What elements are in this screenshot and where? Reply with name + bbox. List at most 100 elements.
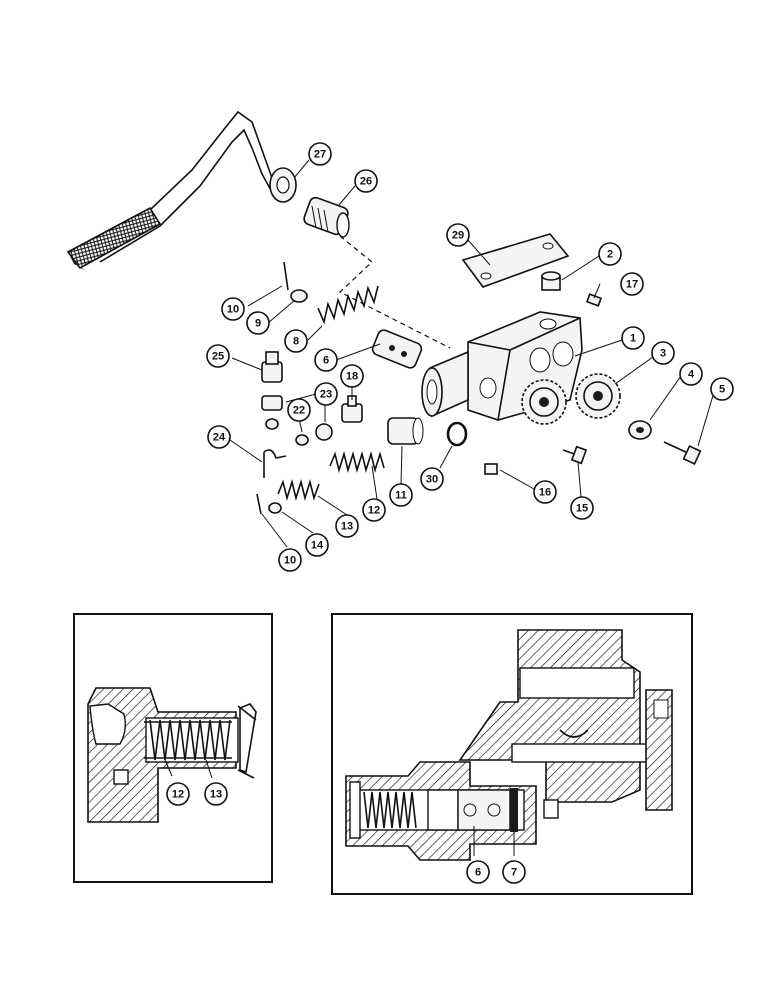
callout-number: 15 — [576, 503, 588, 515]
callout-number: 25 — [212, 351, 224, 363]
callout-number: 13 — [341, 521, 353, 533]
callout-circle — [446, 223, 470, 247]
callout-circle — [340, 364, 364, 388]
callout-circle — [679, 362, 703, 386]
callout-number: 8 — [293, 336, 299, 348]
callout-10: 10 — [221, 297, 245, 321]
callout-24: 24 — [207, 425, 231, 449]
connector-fitting — [303, 196, 350, 238]
callout-number: 26 — [360, 176, 372, 188]
callout-7: 7 — [502, 860, 526, 884]
callout-circle — [651, 341, 675, 365]
callout-circle — [362, 498, 386, 522]
callout-circle — [204, 782, 228, 806]
callout-number: 10 — [284, 555, 296, 567]
callout-number: 17 — [626, 279, 638, 291]
callout-number: 14 — [311, 540, 324, 552]
seal-washer — [295, 434, 309, 446]
callout-circle — [278, 548, 302, 572]
callout-15: 15 — [570, 496, 594, 520]
callout-number: 12 — [172, 789, 184, 801]
callout-circle — [221, 297, 245, 321]
callout-17: 17 — [620, 272, 644, 296]
set-screw — [585, 293, 603, 307]
callout-circle — [335, 514, 359, 538]
callout-number: 18 — [346, 371, 358, 383]
callout-11: 11 — [389, 483, 413, 507]
callout-circle — [502, 860, 526, 884]
callout-circle — [598, 242, 622, 266]
callout-3: 3 — [651, 341, 675, 365]
callout-27: 27 — [308, 142, 332, 166]
cap-screw — [663, 441, 702, 465]
callout-circle — [710, 377, 734, 401]
callout-number: 7 — [511, 867, 517, 879]
callout-23: 23 — [314, 382, 338, 406]
oil-tube-assembly — [66, 110, 297, 270]
callout-circle — [389, 483, 413, 507]
callout-circle — [206, 344, 230, 368]
callout-circle — [314, 348, 338, 372]
cotter-pin-top — [283, 261, 289, 291]
callout-number: 12 — [368, 505, 380, 517]
adapter-fitting — [341, 395, 363, 423]
callout-circle — [354, 169, 378, 193]
pump-body — [421, 311, 583, 421]
callout-12: 12 — [166, 782, 190, 806]
inner-spring — [329, 451, 385, 473]
callout-circle — [284, 329, 308, 353]
callout-circle — [570, 496, 594, 520]
callout-circle — [466, 860, 490, 884]
callout-number: 6 — [475, 867, 481, 879]
callout-number: 24 — [213, 432, 226, 444]
callout-30: 30 — [420, 467, 444, 491]
callout-16: 16 — [533, 480, 557, 504]
callout-5: 5 — [710, 377, 734, 401]
mounting-plate — [461, 233, 570, 288]
callout-4: 4 — [679, 362, 703, 386]
callout-number: 6 — [323, 355, 329, 367]
callout-2: 2 — [598, 242, 622, 266]
callout-14: 14 — [305, 533, 329, 557]
callout-number: 10 — [227, 304, 239, 316]
callout-12: 12 — [362, 498, 386, 522]
relief-valve — [371, 329, 423, 369]
spring-seat-disc — [290, 289, 308, 303]
callout-29: 29 — [446, 223, 470, 247]
callout-number: 16 — [539, 487, 551, 499]
callout-6: 6 — [466, 860, 490, 884]
hex-nut — [261, 395, 283, 411]
callout-number: 11 — [395, 490, 407, 502]
callout-circle — [314, 382, 338, 406]
callout-number: 23 — [320, 389, 332, 401]
thrust-washer — [628, 420, 652, 440]
callout-number: 22 — [293, 405, 305, 417]
callout-circle — [246, 311, 270, 335]
callout-9: 9 — [246, 311, 270, 335]
callout-circle — [420, 467, 444, 491]
callout-circle — [287, 398, 311, 422]
callout-circle — [621, 326, 645, 350]
callout-number: 5 — [719, 384, 725, 396]
callout-25: 25 — [206, 344, 230, 368]
pipe-plug — [484, 463, 498, 475]
callout-26: 26 — [354, 169, 378, 193]
callout-number: 30 — [426, 474, 438, 486]
cotter-pin-bottom — [256, 493, 262, 515]
callout-circle — [308, 142, 332, 166]
callout-number: 27 — [314, 149, 326, 161]
callout-circle — [533, 480, 557, 504]
callout-number: 1 — [630, 333, 636, 345]
bushing — [541, 271, 561, 291]
retainer-hook — [263, 449, 287, 478]
callout-number: 2 — [607, 249, 613, 261]
callout-18: 18 — [340, 364, 364, 388]
callout-6: 6 — [314, 348, 338, 372]
outer-spring — [277, 479, 320, 501]
callout-number: 9 — [255, 318, 261, 330]
callout-circle — [305, 533, 329, 557]
callout-circle — [207, 425, 231, 449]
callout-13: 13 — [204, 782, 228, 806]
callout-10: 10 — [278, 548, 302, 572]
